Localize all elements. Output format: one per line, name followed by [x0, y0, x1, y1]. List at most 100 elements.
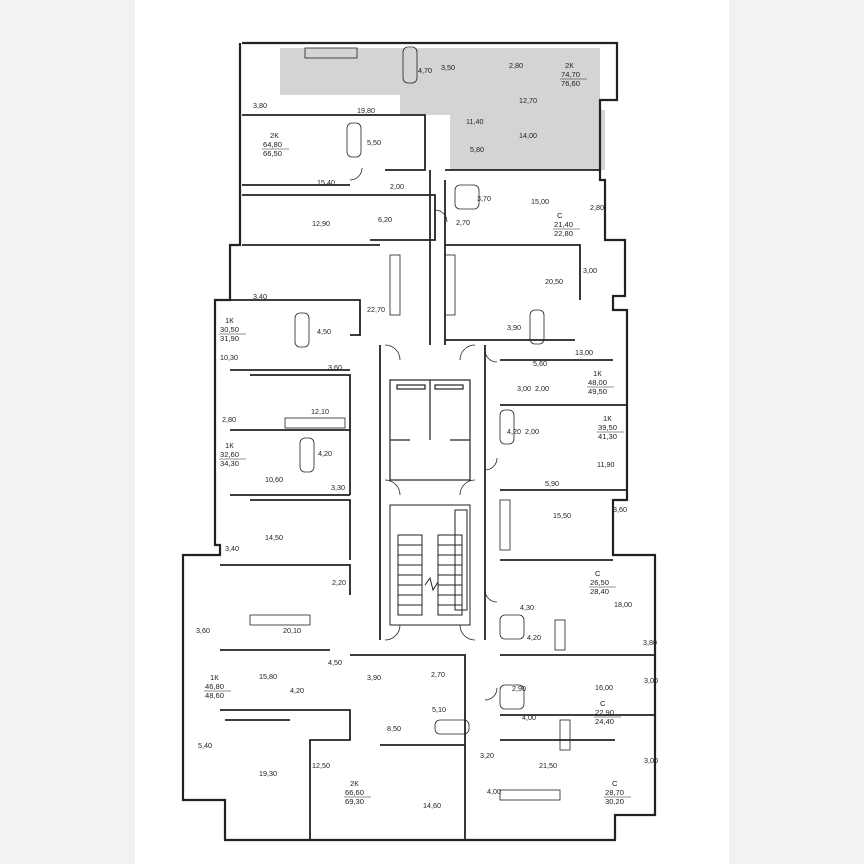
floor-plan: 2К 74,70 76,60 2К 64,80 66,50 С 21,40 22… — [181, 41, 658, 842]
apartment-total-area: 69,30 — [345, 797, 364, 806]
window-marks — [182, 42, 656, 841]
room-area: 14,60 — [423, 801, 441, 810]
area-divider-lines — [204, 78, 631, 798]
elevator-core — [389, 379, 471, 481]
apartment-type-label: 2К — [270, 131, 279, 140]
apartment-type-label: 1К — [210, 673, 219, 682]
room-area: 12,10 — [311, 407, 329, 416]
bathroom-fixtures — [294, 46, 545, 735]
room-area: 20,50 — [545, 277, 563, 286]
room-area: 18,00 — [614, 600, 632, 609]
apartment-type-label: 1К — [603, 414, 612, 423]
room-area: 5,80 — [470, 145, 484, 154]
apartment-living-area: 26,50 — [590, 578, 609, 587]
room-area: 8,50 — [387, 724, 401, 733]
room-area-labels: 4,70 3,50 2,80 3,80 19,80 12,70 11,40 14… — [196, 61, 658, 810]
room-area: 15,50 — [553, 511, 571, 520]
outer-walls — [181, 41, 657, 842]
room-area: 10,30 — [220, 353, 238, 362]
apartment-total-area: 41,30 — [598, 432, 617, 441]
room-area: 10,60 — [265, 475, 283, 484]
room-area: 4,20 — [507, 427, 521, 436]
apartment-type-label: С — [612, 779, 618, 788]
room-area: 2,00 — [390, 182, 404, 191]
room-area: 15,80 — [259, 672, 277, 681]
apartment-type-label: 2К — [565, 61, 574, 70]
apartment-type-label: 1К — [593, 369, 602, 378]
apartment-total-area: 22,80 — [554, 229, 573, 238]
apartment-total-area: 49,50 — [588, 387, 607, 396]
room-area: 6,20 — [378, 215, 392, 224]
apartment-living-area: 28,70 — [605, 788, 624, 797]
room-area: 14,00 — [519, 131, 537, 140]
room-area: 3,00 — [644, 676, 658, 685]
room-area: 4,30 — [520, 603, 534, 612]
room-area: 3,30 — [331, 483, 345, 492]
room-area: 4,20 — [527, 633, 541, 642]
apartment-living-area: 21,40 — [554, 220, 573, 229]
room-area: 12,50 — [312, 761, 330, 770]
apartment-living-area: 66,60 — [345, 788, 364, 797]
apartment-living-area: 48,00 — [588, 378, 607, 387]
room-area: 3,50 — [441, 63, 455, 72]
room-area: 13,00 — [575, 348, 593, 357]
room-area: 2,70 — [456, 218, 470, 227]
room-area: 3,60 — [328, 363, 342, 372]
room-area: 2,20 — [332, 578, 346, 587]
apartment-type-label: С — [557, 211, 563, 220]
apartment-total-area: 48,60 — [205, 691, 224, 700]
apartment-living-area: 74,70 — [561, 70, 580, 79]
room-area: 3,80 — [253, 101, 267, 110]
apartment-total-area: 28,40 — [590, 587, 609, 596]
room-area: 4,00 — [522, 713, 536, 722]
apartment-living-area: 30,50 — [220, 325, 239, 334]
apartment-total-area: 24,40 — [595, 717, 614, 726]
room-area: 4,70 — [418, 66, 432, 75]
apartment-total-area: 30,20 — [605, 797, 624, 806]
apartment-living-area: 22,90 — [595, 708, 614, 717]
room-area: 11,90 — [597, 460, 614, 469]
room-area: 4,20 — [290, 686, 304, 695]
apartment-total-area: 34,30 — [220, 459, 239, 468]
room-area: 11,40 — [466, 117, 483, 126]
room-area: 2,80 — [590, 203, 604, 212]
room-area: 20,10 — [283, 626, 301, 635]
room-area: 5,90 — [545, 479, 559, 488]
room-area: 22,70 — [367, 305, 385, 314]
room-area: 2,80 — [509, 61, 523, 70]
room-area: 5,40 — [198, 741, 212, 750]
highlighted-apartment-fill[interactable] — [280, 48, 605, 170]
apartment-living-area: 64,80 — [263, 140, 282, 149]
apartment-living-area: 32,60 — [220, 450, 239, 459]
room-area: 2,00 — [535, 384, 549, 393]
door-swings — [349, 167, 498, 701]
room-area: 4,20 — [318, 449, 332, 458]
apartment-type-label: 1К — [225, 316, 234, 325]
apartment-living-area: 39,50 — [598, 423, 617, 432]
plan-sheet: 2К 74,70 76,60 2К 64,80 66,50 С 21,40 22… — [135, 0, 729, 864]
room-area: 2,00 — [525, 427, 539, 436]
room-area: 19,80 — [357, 106, 375, 115]
apartment-living-area: 46,80 — [205, 682, 224, 691]
structural-walls — [220, 114, 655, 840]
kitchen-counters — [249, 47, 571, 801]
room-area: 3,60 — [613, 505, 627, 514]
room-area: 12,70 — [519, 96, 537, 105]
room-area: 3,00 — [517, 384, 531, 393]
apartment-type-label: 1К — [225, 441, 234, 450]
room-area: 14,50 — [265, 533, 283, 542]
apartment-total-area: 76,60 — [561, 79, 580, 88]
apartment-type-label: 2К — [350, 779, 359, 788]
room-area: 3,40 — [225, 544, 239, 553]
room-area: 4,50 — [317, 327, 331, 336]
room-area: 3,00 — [644, 756, 658, 765]
room-area: 5,50 — [367, 138, 381, 147]
room-area: 12,90 — [312, 219, 330, 228]
apartment-type-label: С — [600, 699, 606, 708]
room-area: 5,60 — [533, 359, 547, 368]
room-area: 3,00 — [583, 266, 597, 275]
apartment-type-label: С — [595, 569, 601, 578]
room-area: 15,40 — [317, 178, 335, 187]
room-area: 3,60 — [196, 626, 210, 635]
apartment-total-area: 66,50 — [263, 149, 282, 158]
